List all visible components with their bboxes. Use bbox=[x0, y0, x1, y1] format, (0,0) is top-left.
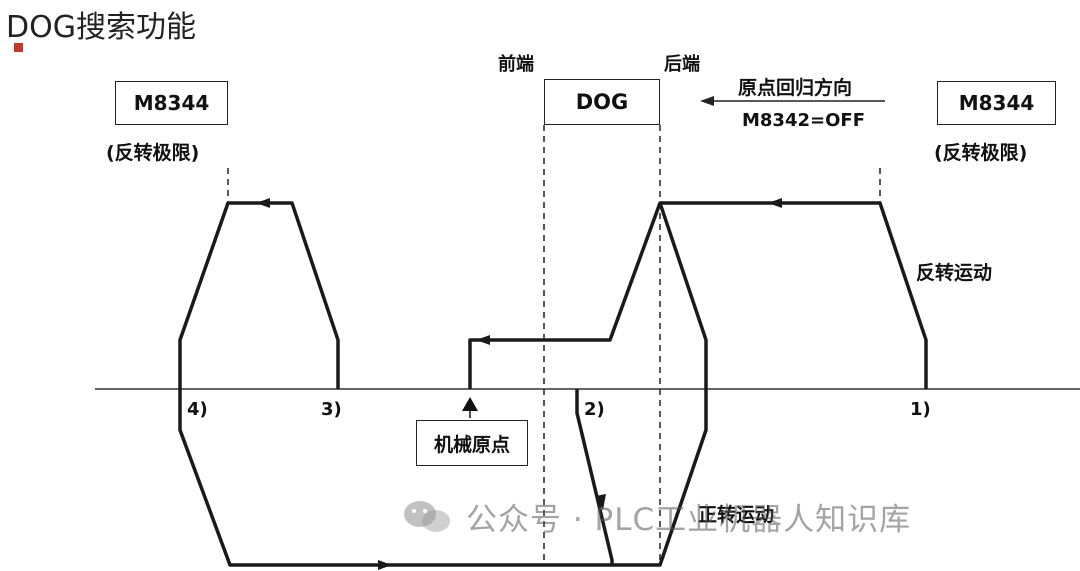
path-3-arrowhead bbox=[256, 198, 270, 208]
origin-triangle bbox=[462, 397, 478, 411]
dog-rear-label: 后端 bbox=[664, 54, 700, 75]
right-limit-caption: (反转极限) bbox=[934, 142, 1028, 164]
path-4-label: 4) bbox=[187, 399, 208, 420]
left-limit-device: M8344 bbox=[133, 91, 210, 115]
dog-box: DOG bbox=[544, 79, 660, 125]
dog-front-label: 前端 bbox=[498, 54, 534, 75]
reverse-motion-label: 反转运动 bbox=[916, 262, 993, 284]
path-1-label: 1) bbox=[910, 399, 931, 420]
watermark-text: 公众号 · PLC工业机器人知识库 bbox=[466, 502, 912, 538]
dog-name: DOG bbox=[575, 90, 629, 114]
page-title: DOG搜索功能 bbox=[6, 10, 196, 45]
path-2-line bbox=[575, 389, 614, 565]
right-limit-device: M8344 bbox=[958, 91, 1035, 115]
path-3-label: 3) bbox=[321, 399, 342, 420]
wechat-icon bbox=[404, 501, 450, 532]
path-1-line bbox=[468, 201, 928, 389]
left-limit-caption: (反转极限) bbox=[106, 142, 200, 164]
path-1-arrowhead bbox=[768, 198, 782, 208]
return-direction-arrowhead bbox=[700, 96, 714, 106]
path-4-line bbox=[178, 202, 708, 567]
path-1-arrowhead-2 bbox=[476, 335, 490, 345]
path-2-label: 2) bbox=[584, 399, 605, 420]
path-2-arrowhead bbox=[596, 494, 606, 510]
right-limit-box: M8344 bbox=[937, 81, 1056, 125]
path-3-line bbox=[178, 201, 340, 389]
bullet-marker bbox=[14, 43, 23, 52]
path-4-arrowhead bbox=[378, 560, 392, 570]
left-limit-box: M8344 bbox=[115, 81, 228, 125]
return-direction-label: 原点回归方向 bbox=[738, 77, 853, 99]
return-direction-flag: M8342=OFF bbox=[742, 110, 865, 131]
forward-motion-label: 正转运动 bbox=[698, 504, 775, 526]
mechanical-origin-box: 机械原点 bbox=[416, 420, 528, 466]
mechanical-origin-label: 机械原点 bbox=[433, 433, 510, 456]
